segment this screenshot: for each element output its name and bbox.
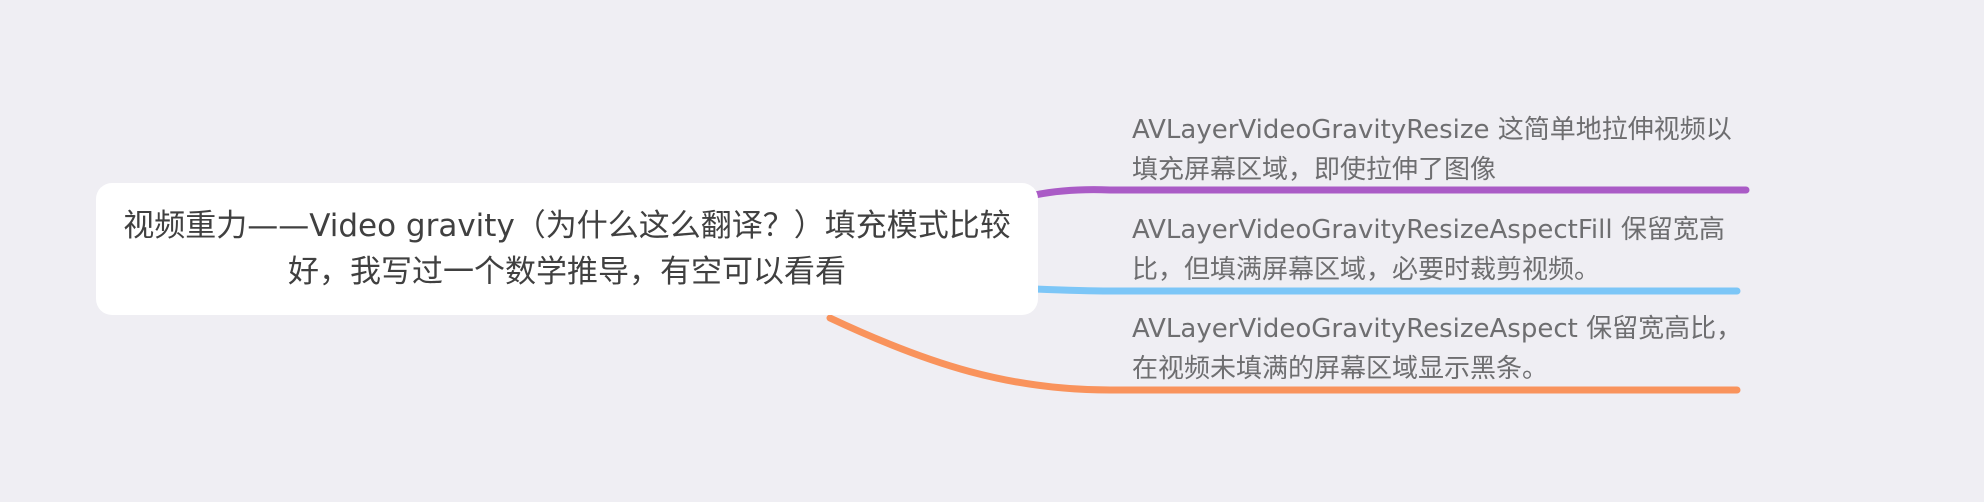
branch-1-connector	[1031, 186, 1750, 199]
branch-topic-label: AVLayerVideoGravityResizeAspect 保留宽高比，在视…	[1132, 314, 1743, 384]
branch-topic-label: AVLayerVideoGravityResizeAspectFill 保留宽高…	[1132, 215, 1725, 285]
root-topic[interactable]: 视频重力——Video gravity（为什么这么翻译？）填充模式比较好，我写过…	[96, 183, 1038, 315]
root-topic-label: 视频重力——Video gravity（为什么这么翻译？）填充模式比较好，我写过…	[123, 208, 1011, 290]
branch-topic-resize[interactable]: AVLayerVideoGravityResize 这简单地拉伸视频以填充屏幕区…	[1132, 110, 1752, 190]
branch-topic-resize-aspect-fill[interactable]: AVLayerVideoGravityResizeAspectFill 保留宽高…	[1132, 210, 1752, 290]
branch-topic-resize-aspect[interactable]: AVLayerVideoGravityResizeAspect 保留宽高比，在视…	[1132, 309, 1752, 389]
branch-topic-label: AVLayerVideoGravityResize 这简单地拉伸视频以填充屏幕区…	[1132, 115, 1732, 185]
branch-3-connector	[826, 314, 1741, 394]
branch-2-connector	[1031, 285, 1741, 295]
